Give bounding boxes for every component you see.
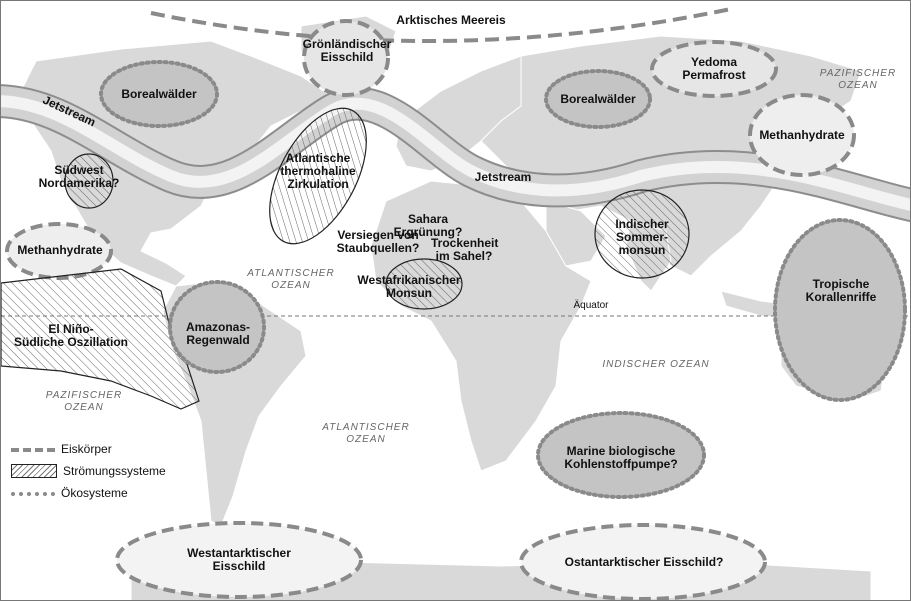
ocean-pacific-sw: PAZIFISCHER OZEAN bbox=[45, 390, 123, 413]
ocean-pacific-ne: PAZIFISCHER OZEAN bbox=[819, 68, 897, 91]
legend-ice-label: Eiskörper bbox=[61, 442, 112, 456]
legend: Eiskörper Strömungssysteme Ökosysteme bbox=[11, 438, 166, 504]
arabia bbox=[545, 200, 607, 267]
label-coral: Tropische Korallenriffe bbox=[805, 277, 877, 304]
eais-outline bbox=[519, 523, 767, 600]
label-sahara: Sahara Ergrünung? bbox=[393, 212, 463, 239]
coral-outline bbox=[773, 218, 907, 402]
amoc-region bbox=[269, 107, 367, 245]
ocean-atlantic-s: ATLANTISCHER OZEAN bbox=[322, 422, 410, 445]
enso-region bbox=[1, 268, 200, 410]
ecosystem-symbol-icon bbox=[11, 492, 55, 496]
label-amazon: Amazonas- Regenwald bbox=[185, 320, 250, 347]
label-greenland: Grönländischer Eisschild bbox=[302, 37, 392, 64]
indian-monsoon-region bbox=[594, 189, 690, 279]
label-bio-pump: Marine biologische Kohlenstoffpumpe? bbox=[564, 444, 678, 471]
label-equator: Äquator bbox=[573, 300, 609, 311]
flow-system-symbol-icon bbox=[11, 464, 57, 478]
boreal-na-outline bbox=[99, 60, 219, 128]
boreal-eu-outline bbox=[544, 69, 652, 129]
label-amoc: Atlantische thermohaline Zirkulation bbox=[280, 151, 356, 191]
label-jetstream-e: Jetstream bbox=[474, 170, 532, 184]
label-methane-w: Methanhydrate bbox=[17, 243, 103, 257]
bio-pump-outline bbox=[536, 411, 706, 499]
label-boreal-na: Borealwälder bbox=[121, 87, 197, 101]
yedoma-outline bbox=[650, 40, 778, 98]
label-sahel: Trockenheit im Sahel? bbox=[431, 236, 499, 263]
wa-monsoon-region bbox=[385, 258, 463, 310]
legend-eco-row: Ökosysteme bbox=[11, 482, 166, 504]
legend-flow-label: Strömungssysteme bbox=[63, 464, 166, 478]
legend-ice-row: Eiskörper bbox=[11, 438, 166, 460]
wais-outline bbox=[115, 521, 363, 599]
methane-e-outline bbox=[748, 93, 856, 177]
label-boreal-eu: Borealwälder bbox=[560, 92, 636, 106]
ocean-atlantic-n: ATLANTISCHER OZEAN bbox=[247, 268, 335, 291]
label-yedoma: Yedoma Permafrost bbox=[682, 55, 746, 82]
ocean-indian: INDISCHER OZEAN bbox=[602, 359, 710, 370]
label-eais: Ostantarktischer Eisschild? bbox=[564, 555, 724, 569]
label-indian-monsoon: Indischer Sommer- monsun bbox=[615, 217, 669, 257]
amazon-outline bbox=[168, 280, 266, 374]
label-wais: Westantarktischer Eisschild bbox=[187, 546, 291, 573]
label-enso: El Niño- Südliche Oszillation bbox=[13, 322, 129, 349]
label-sw-na: Südwest Nordamerika? bbox=[38, 163, 120, 190]
label-arctic-sea: Arktisches Meereis bbox=[396, 13, 506, 27]
label-methane-e: Methanhydrate bbox=[759, 128, 845, 142]
label-dust: Versiegen von Staubquellen? bbox=[336, 228, 420, 255]
label-wa-monsoon: Westafrikanischer Monsun bbox=[357, 273, 461, 300]
legend-flow-row: Strömungssysteme bbox=[11, 460, 166, 482]
africa bbox=[370, 180, 592, 472]
legend-eco-label: Ökosysteme bbox=[61, 486, 128, 500]
greenland-ice-outline bbox=[302, 19, 390, 97]
ice-body-symbol-icon bbox=[11, 448, 55, 452]
arctic-sea-ice-outline bbox=[150, 7, 732, 44]
sw-na-region bbox=[64, 153, 114, 209]
